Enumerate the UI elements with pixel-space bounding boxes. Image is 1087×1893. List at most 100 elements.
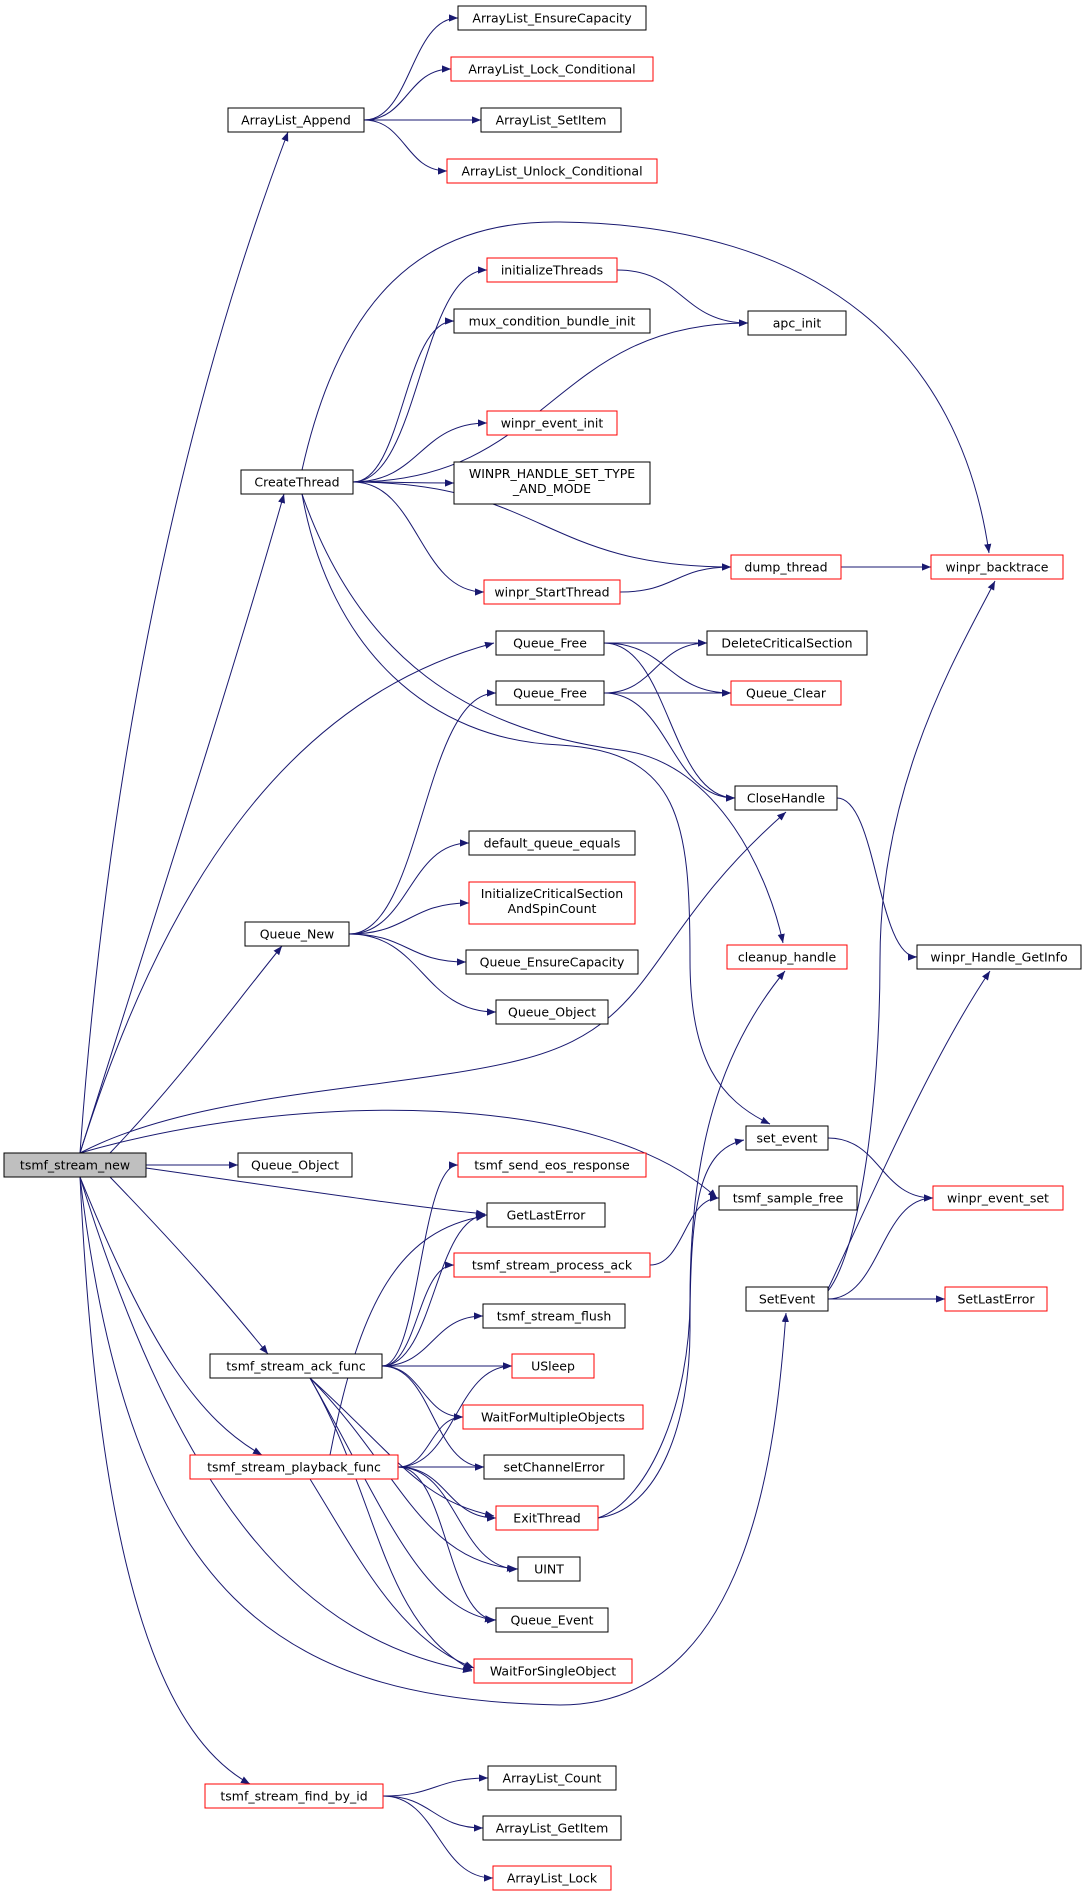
edge-n40-to-n43 bbox=[397, 1466, 519, 1573]
node-queue-ensurecapacity[interactable]: Queue_EnsureCapacity bbox=[465, 949, 639, 975]
node-queue-object[interactable]: Queue_Object bbox=[495, 999, 609, 1025]
node-arraylist-lock-conditional[interactable]: ArrayList_Lock_Conditional bbox=[450, 56, 654, 82]
node-box bbox=[511, 1353, 595, 1379]
node-setchannelerror[interactable]: setChannelError bbox=[483, 1454, 625, 1480]
node-arraylist-setitem[interactable]: ArrayList_SetItem bbox=[480, 107, 622, 133]
node-tsmf-stream-process-ack[interactable]: tsmf_stream_process_ack bbox=[453, 1252, 651, 1278]
edge-n37-to-n29 bbox=[381, 1161, 459, 1367]
node-mux-condition-bundle-init[interactable]: mux_condition_bundle_init bbox=[453, 308, 651, 334]
edge-n0-to-n34 bbox=[79, 1176, 789, 1706]
edge-n0-to-n1 bbox=[79, 131, 289, 1154]
node-arraylist-lock[interactable]: ArrayList_Lock bbox=[492, 1865, 612, 1891]
node-box bbox=[706, 630, 868, 656]
node-arraylist-count[interactable]: ArrayList_Count bbox=[487, 1765, 617, 1791]
edge-n22-to-n21 bbox=[348, 899, 470, 935]
node-box bbox=[486, 410, 618, 436]
node-box bbox=[457, 1152, 647, 1178]
node-exitthread[interactable]: ExitThread bbox=[495, 1505, 599, 1531]
node-arraylist-ensurecapacity[interactable]: ArrayList_EnsureCapacity bbox=[457, 5, 647, 31]
node-default-queue-equals[interactable]: default_queue_equals bbox=[468, 830, 636, 856]
node-label: set_event bbox=[757, 1131, 818, 1146]
node-box bbox=[468, 830, 636, 856]
node-tsmf-stream-find-by-id[interactable]: tsmf_stream_find_by_id bbox=[204, 1783, 384, 1809]
node-queue-free[interactable]: Queue_Free bbox=[495, 680, 605, 706]
node-label: cleanup_handle bbox=[738, 950, 837, 965]
node-initializethreads[interactable]: initializeThreads bbox=[486, 257, 618, 283]
node-label: DeleteCriticalSection bbox=[721, 636, 852, 651]
node-setevent[interactable]: SetEvent bbox=[745, 1286, 829, 1312]
node-queue-clear[interactable]: Queue_Clear bbox=[730, 680, 842, 706]
node-label: ArrayList_Unlock_Conditional bbox=[461, 164, 642, 179]
node-label: ExitThread bbox=[513, 1511, 580, 1526]
node-label: winpr_event_init bbox=[501, 416, 604, 431]
node-setlasterror[interactable]: SetLastError bbox=[944, 1286, 1048, 1312]
node-tsmf-send-eos-response[interactable]: tsmf_send_eos_response bbox=[457, 1152, 647, 1178]
edge-n17-to-n16 bbox=[603, 639, 708, 694]
node-label: setChannelError bbox=[504, 1460, 606, 1475]
node-label: ArrayList_SetItem bbox=[496, 113, 607, 128]
node-closehandle[interactable]: CloseHandle bbox=[734, 785, 838, 811]
node-box bbox=[495, 1505, 599, 1531]
edge-n6-to-n7 bbox=[352, 266, 488, 483]
node-box bbox=[930, 554, 1064, 580]
node-queue-event[interactable]: Queue_Event bbox=[495, 1607, 609, 1633]
node-winpr-handle-getinfo[interactable]: winpr_Handle_GetInfo bbox=[916, 944, 1082, 970]
node-queue-object[interactable]: Queue_Object bbox=[237, 1152, 353, 1178]
node-label: ArrayList_EnsureCapacity bbox=[472, 11, 632, 26]
edge-n40-to-n39 bbox=[397, 1413, 464, 1468]
node-box bbox=[916, 944, 1082, 970]
node-arraylist-getitem[interactable]: ArrayList_GetItem bbox=[482, 1815, 622, 1841]
node-box bbox=[745, 1125, 829, 1151]
edge-n0-to-n37 bbox=[109, 1176, 269, 1355]
node-waitformultipleobjects[interactable]: WaitForMultipleObjects bbox=[462, 1404, 644, 1430]
node-deletecriticalsection[interactable]: DeleteCriticalSection bbox=[706, 630, 868, 656]
edge-n42-to-n25 bbox=[597, 970, 786, 1519]
node-winpr-handle-set-type[interactable]: WINPR_HANDLE_SET_TYPE_AND_MODE bbox=[453, 461, 651, 505]
edge-n37-to-n43 bbox=[309, 1377, 517, 1572]
node-tsmf-stream-playback-func[interactable]: tsmf_stream_playback_func bbox=[189, 1454, 399, 1480]
node-box bbox=[718, 1185, 858, 1211]
node-cleanup-handle[interactable]: cleanup_handle bbox=[726, 944, 848, 970]
node-arraylist-unlock-conditional[interactable]: ArrayList_Unlock_Conditional bbox=[446, 158, 658, 184]
edge-n1-to-n5 bbox=[363, 119, 448, 175]
node-box bbox=[483, 1454, 625, 1480]
node-label: winpr_backtrace bbox=[946, 560, 1049, 575]
node-dump-thread[interactable]: dump_thread bbox=[730, 554, 842, 580]
node-winpr-startthread[interactable]: winpr_StartThread bbox=[483, 579, 621, 605]
node-waitforsingleobject[interactable]: WaitForSingleObject bbox=[473, 1658, 633, 1684]
node-arraylist-append[interactable]: ArrayList_Append bbox=[227, 107, 365, 133]
node-winpr-event-set[interactable]: winpr_event_set bbox=[932, 1185, 1064, 1211]
node-winpr-backtrace[interactable]: winpr_backtrace bbox=[930, 554, 1064, 580]
edge-n34-to-n13 bbox=[827, 580, 996, 1292]
edge-n22-to-n17 bbox=[348, 689, 497, 935]
node-createthread[interactable]: CreateThread bbox=[240, 469, 354, 495]
node-box bbox=[483, 579, 621, 605]
edge-n6-to-n10 bbox=[352, 419, 488, 483]
node-box bbox=[486, 257, 618, 283]
node-tsmf-sample-free[interactable]: tsmf_sample_free bbox=[718, 1185, 858, 1211]
node-queue-free[interactable]: Queue_Free bbox=[495, 630, 605, 656]
node-label: Queue_New bbox=[260, 927, 335, 942]
node-winpr-event-init[interactable]: winpr_event_init bbox=[486, 410, 618, 436]
node-label: ArrayList_Lock bbox=[507, 1871, 598, 1886]
edge-n33-to-n30 bbox=[649, 1194, 720, 1266]
node-box bbox=[932, 1185, 1064, 1211]
node-apc-init[interactable]: apc_init bbox=[747, 310, 847, 336]
node-box bbox=[473, 1658, 633, 1684]
node-box bbox=[486, 1202, 606, 1228]
node-label: GetLastError bbox=[507, 1208, 587, 1223]
node-box bbox=[495, 1607, 609, 1633]
node-tsmf-stream-new[interactable]: tsmf_stream_new bbox=[3, 1152, 147, 1178]
node-queue-new[interactable]: Queue_New bbox=[244, 921, 350, 947]
node-box bbox=[227, 107, 365, 133]
node-label: tsmf_stream_flush bbox=[497, 1309, 612, 1324]
node-tsmf-stream-ack-func[interactable]: tsmf_stream_ack_func bbox=[209, 1353, 383, 1379]
node-uint[interactable]: UINT bbox=[517, 1556, 581, 1582]
node-tsmf-stream-flush[interactable]: tsmf_stream_flush bbox=[482, 1303, 626, 1329]
node-getlasterror[interactable]: GetLastError bbox=[486, 1202, 606, 1228]
node-set-event[interactable]: set_event bbox=[745, 1125, 829, 1151]
node-label: Queue_Free bbox=[513, 636, 587, 651]
node-usleep[interactable]: USleep bbox=[511, 1353, 595, 1379]
edge-n22-to-n24 bbox=[348, 933, 497, 1016]
